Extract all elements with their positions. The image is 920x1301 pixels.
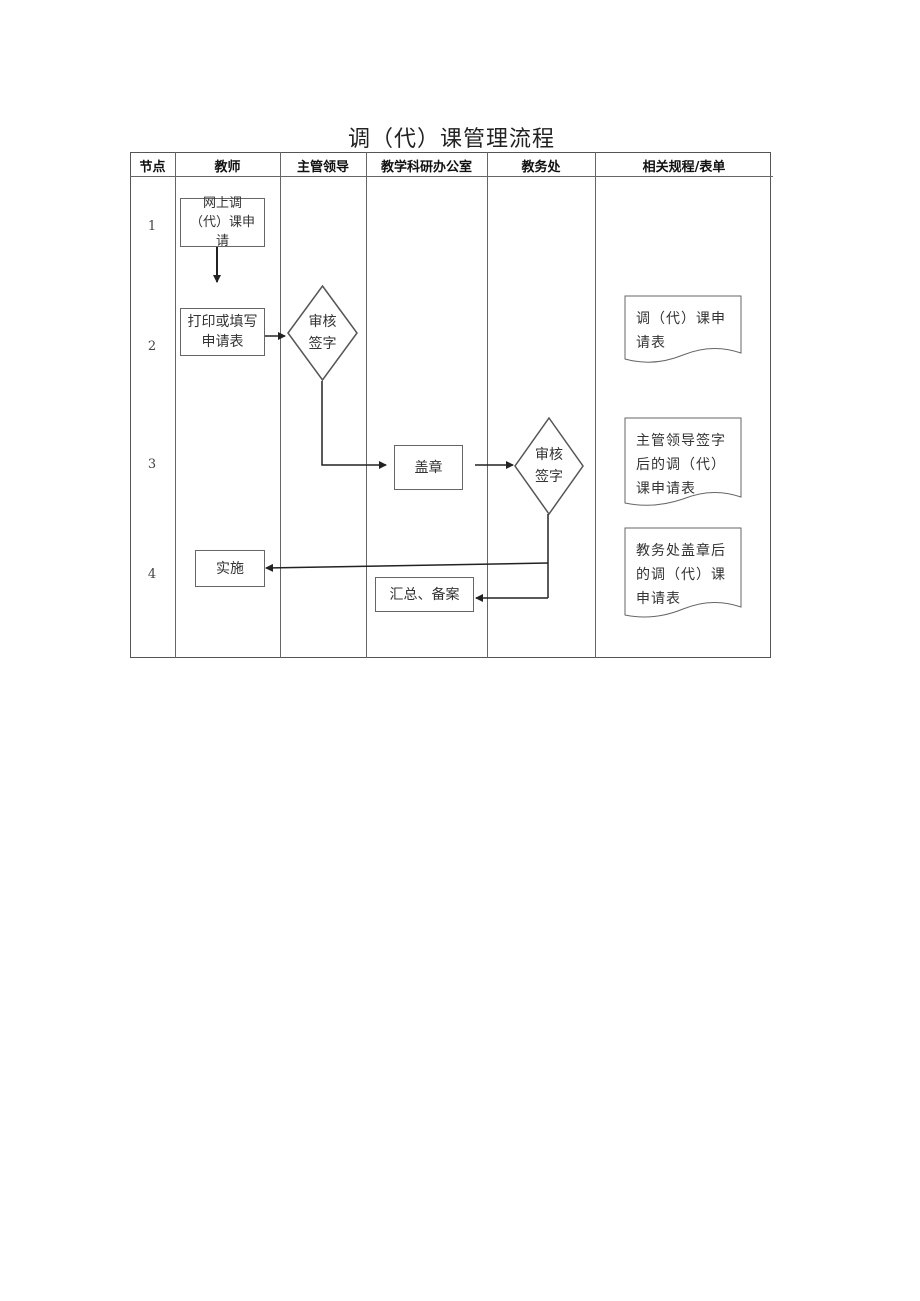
header-divider bbox=[130, 176, 773, 177]
node-number: 3 bbox=[147, 457, 157, 472]
stamp-label: 盖章 bbox=[414, 459, 443, 476]
swimlane-table bbox=[130, 152, 771, 658]
academic-review-diamond: 审核签字 bbox=[514, 417, 584, 515]
doc2-line1: 主管领导签字 bbox=[636, 433, 726, 449]
doc2-line2: 后的调（代） bbox=[636, 457, 726, 473]
node-number: 1 bbox=[147, 219, 157, 234]
document-application-form: 调（代）课申请表 bbox=[624, 295, 742, 367]
doc1-line1: 调（代）课申 bbox=[636, 311, 726, 327]
doc3-line2: 的调（代）课 bbox=[636, 567, 726, 583]
lane-divider bbox=[487, 152, 488, 658]
doc3-line1: 教务处盖章后 bbox=[636, 543, 726, 559]
doc3-line3: 申请表 bbox=[636, 591, 681, 607]
archive-box: 汇总、备案 bbox=[375, 577, 474, 612]
leader-review-diamond: 审核签字 bbox=[287, 285, 358, 381]
leader-review-line1: 审核 bbox=[308, 314, 337, 330]
online-apply-line2: （代）课申请 bbox=[189, 215, 255, 249]
lane-divider bbox=[280, 152, 281, 658]
node-number: 4 bbox=[147, 567, 157, 582]
print-fill-line2: 申请表 bbox=[201, 334, 244, 350]
archive-label: 汇总、备案 bbox=[389, 586, 460, 603]
online-apply-box: 网上调 （代）课申请 bbox=[180, 196, 265, 249]
academic-review-line2: 签字 bbox=[535, 469, 563, 485]
online-apply-line1: 网上调 bbox=[202, 196, 242, 211]
node-number: 2 bbox=[147, 339, 157, 354]
lane-divider bbox=[595, 152, 596, 658]
document-leader-signed-form: 主管领导签字后的调（代） 课申请表 bbox=[624, 417, 742, 509]
header-academic-affairs: 教务处 bbox=[521, 160, 561, 175]
header-forms: 相关规程/表单 bbox=[642, 160, 726, 175]
doc2-line3: 课申请表 bbox=[636, 481, 696, 497]
header-teacher: 教师 bbox=[214, 160, 241, 175]
doc1-line2: 请表 bbox=[636, 335, 666, 351]
implement-label: 实施 bbox=[216, 560, 244, 577]
print-fill-box: 打印或填写申请表 bbox=[180, 308, 265, 356]
lane-divider bbox=[366, 152, 367, 658]
header-node: 节点 bbox=[139, 160, 166, 175]
flow-arrows bbox=[213, 247, 549, 602]
academic-review-line1: 审核 bbox=[535, 447, 563, 463]
leader-review-line2: 签字 bbox=[308, 336, 337, 352]
print-fill-line1: 打印或填写 bbox=[187, 314, 258, 330]
lane-divider bbox=[175, 152, 176, 658]
implement-box: 实施 bbox=[195, 550, 265, 587]
document-stamped-form: 教务处盖章后的调（代）课申请表 bbox=[624, 527, 742, 621]
stamp-box: 盖章 bbox=[394, 445, 463, 490]
page-title: 调（代）课管理流程 bbox=[347, 127, 555, 152]
header-leader: 主管领导 bbox=[296, 160, 349, 175]
header-office: 教学科研办公室 bbox=[380, 160, 472, 175]
